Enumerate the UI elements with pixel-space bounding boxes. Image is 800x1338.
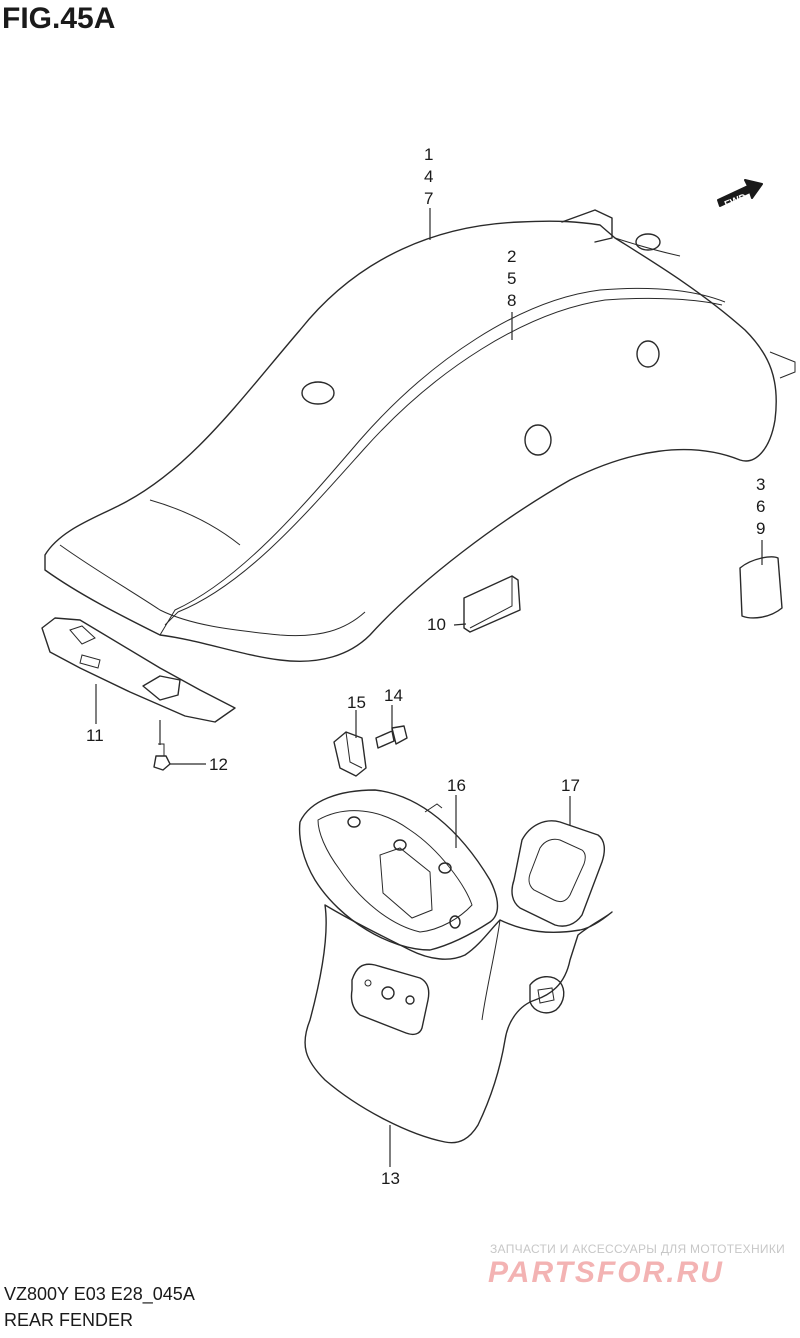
callout-16: 16 xyxy=(447,776,466,795)
callout-10: 10 xyxy=(427,615,446,634)
diagram-code: VZ800Y E03 E28_045A xyxy=(4,1284,195,1304)
callout-17: 17 xyxy=(561,776,580,795)
callout-7: 7 xyxy=(424,189,433,208)
emblem-plate-part[interactable] xyxy=(739,556,783,619)
license-bracket-part[interactable] xyxy=(298,789,499,951)
watermark-tagline: ЗАПЧАСТИ И АКСЕССУАРЫ ДЛЯ МОТОТЕХНИКИ xyxy=(490,1242,786,1256)
callout-12: 12 xyxy=(209,755,228,774)
figure-title: FIG.45A xyxy=(2,2,116,35)
watermark-logo: PARTSFOR.RU xyxy=(488,1256,724,1289)
fwd-arrow-icon: FWD xyxy=(717,179,763,211)
callout-3: 3 xyxy=(756,475,765,494)
rear-mudguard-part[interactable] xyxy=(304,904,613,1144)
callout-labels: 1 4 7 2 5 8 3 6 9 10 11 12 13 14 15 16 1… xyxy=(86,145,765,1188)
bolt-part[interactable] xyxy=(375,725,408,749)
callout-4: 4 xyxy=(424,167,433,186)
diagram-name: REAR FENDER xyxy=(4,1310,134,1330)
rear-fender-part[interactable] xyxy=(44,209,796,662)
callout-9: 9 xyxy=(756,519,765,538)
callout-13: 13 xyxy=(381,1169,400,1188)
screw-part[interactable] xyxy=(153,743,171,771)
callout-11: 11 xyxy=(86,726,104,745)
grommet-part[interactable] xyxy=(511,820,606,927)
callout-2: 2 xyxy=(507,247,516,266)
callout-8: 8 xyxy=(507,291,516,310)
callout-1: 1 xyxy=(424,145,433,164)
callout-14: 14 xyxy=(384,686,403,705)
callout-6: 6 xyxy=(756,497,765,516)
nut-clip-part[interactable] xyxy=(333,731,367,777)
pad-part[interactable] xyxy=(463,575,521,633)
callout-5: 5 xyxy=(507,269,516,288)
leader-lines xyxy=(95,208,763,1167)
callout-15: 15 xyxy=(347,693,366,712)
bracket-part[interactable] xyxy=(41,617,236,723)
